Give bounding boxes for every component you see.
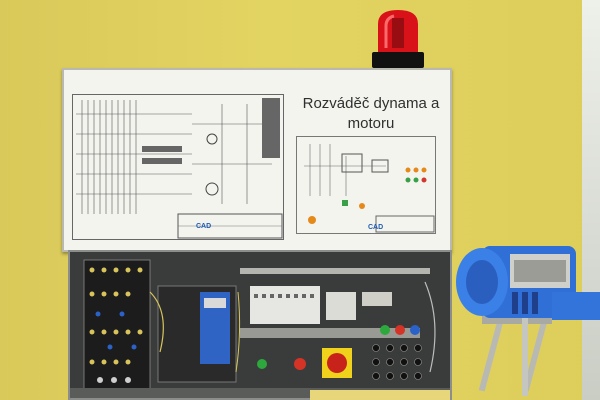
cad-logo-right: CAD	[368, 224, 384, 231]
wiring-diagram-drawing	[296, 136, 436, 234]
cad-logo-left: CAD	[196, 223, 212, 230]
board-title: Rozváděč dynama a motoru	[302, 95, 440, 132]
schematic-board: CAD Rozváděč dynama a motoru C	[62, 68, 452, 252]
electrical-schematic-drawing	[72, 94, 284, 240]
cabinet-interior	[70, 259, 450, 398]
table-edge	[310, 390, 450, 400]
warning-beacon	[372, 10, 424, 68]
control-cabinet	[68, 250, 452, 400]
electric-motor	[456, 246, 600, 396]
